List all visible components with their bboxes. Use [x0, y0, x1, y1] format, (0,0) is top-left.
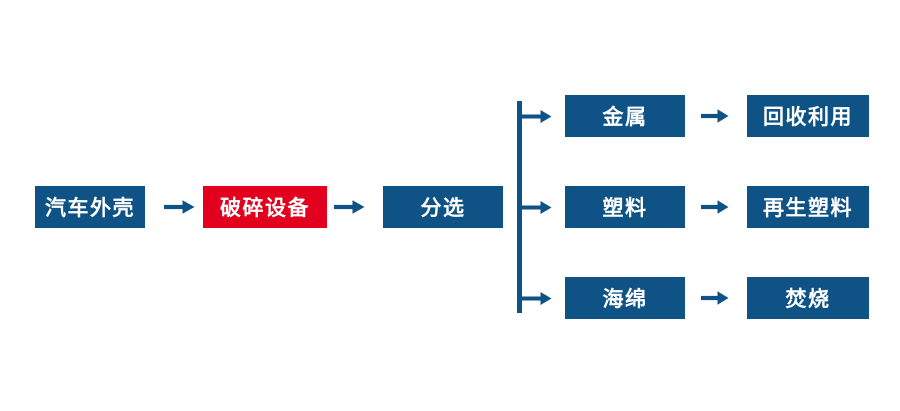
node-plastic: 塑料 [565, 186, 685, 228]
arrow-right-icon [701, 198, 729, 216]
arrow-right-icon [164, 198, 195, 216]
arrow-right-icon [701, 107, 729, 125]
node-recycled-plastic: 再生塑料 [747, 186, 869, 228]
node-sponge: 海绵 [565, 277, 685, 319]
arrow-right-icon [701, 289, 729, 307]
arrow-right-icon [334, 198, 365, 216]
node-sorting: 分选 [383, 186, 503, 228]
branch-arrow-right-icon [520, 108, 552, 125]
node-crushing-equipment: 破碎设备 [203, 186, 327, 228]
branch-arrow-right-icon [520, 199, 552, 216]
branch-connector-line [517, 101, 522, 313]
node-metal: 金属 [565, 95, 685, 137]
branch-arrow-right-icon [520, 290, 552, 307]
node-car-shell: 汽车外壳 [35, 186, 145, 228]
node-incineration: 焚烧 [747, 277, 869, 319]
node-recycling: 回收利用 [747, 95, 869, 137]
